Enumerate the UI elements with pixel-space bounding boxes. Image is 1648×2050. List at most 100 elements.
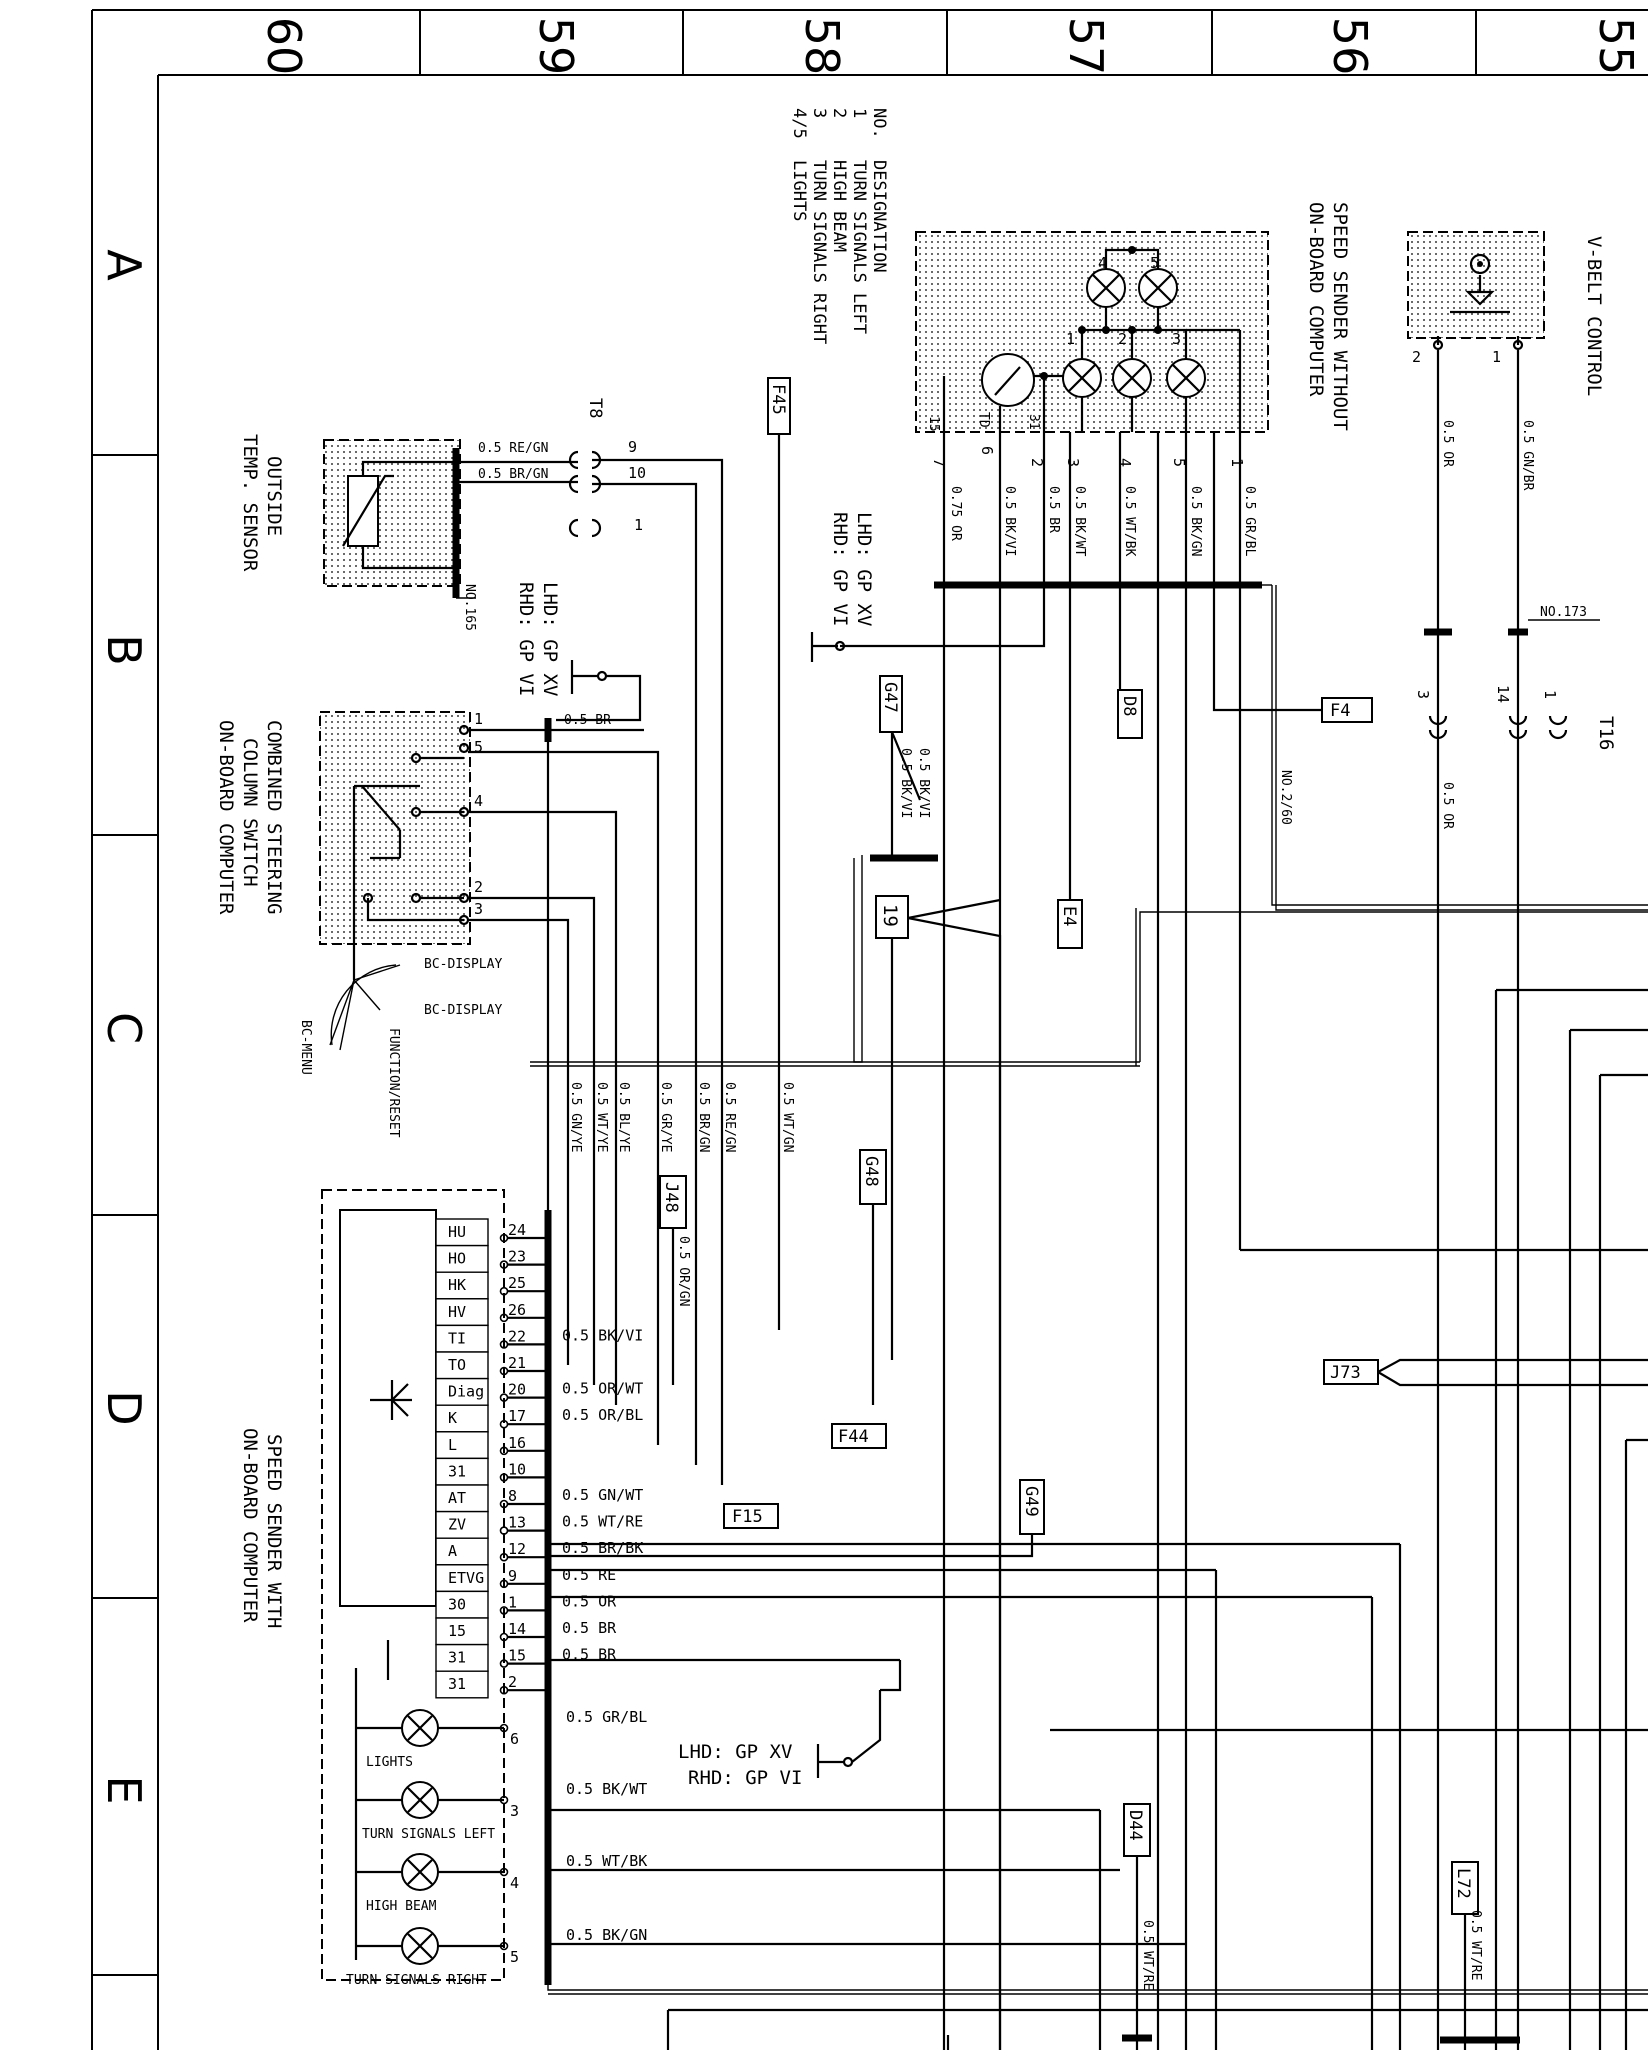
wire-075or: 0.75 OR xyxy=(948,486,963,541)
connector-pin-dot xyxy=(499,1233,509,1243)
connector-pin-dot xyxy=(499,1446,509,1456)
connector-pin-dot xyxy=(499,1473,509,1482)
lamp-num-4: 4 xyxy=(1098,254,1107,272)
wire-top-bkwt: 0.5 BK/WT xyxy=(1072,486,1087,557)
t8-label: T8 xyxy=(585,398,605,418)
t8-pin-10: 10 xyxy=(628,464,646,482)
connector-wire-label: 0.5 OR xyxy=(562,1592,617,1610)
lamp-num-2: 2 xyxy=(1118,330,1127,348)
connector-pin: 14 xyxy=(508,1620,526,1638)
ref-box-19 xyxy=(875,895,909,939)
connector-cell xyxy=(435,1510,489,1539)
ref-e4: E4 xyxy=(1059,906,1079,926)
vbelt-title: V-BELT CONTROL xyxy=(1583,236,1605,396)
indicator-lamp-3 xyxy=(1166,358,1206,398)
connector-pin: 24 xyxy=(508,1221,526,1239)
indicator-lamp-2 xyxy=(1112,358,1152,398)
row-b: B xyxy=(97,634,151,666)
connector-signal: 15 xyxy=(448,1622,466,1640)
connector-cell xyxy=(435,1271,489,1300)
wire-t8-brgn: 0.5 BR/GN xyxy=(478,467,548,482)
gp-58-line2: RHD: GP VI xyxy=(829,512,851,626)
connector-pin-dot xyxy=(499,1526,509,1535)
col-60: 60 xyxy=(257,17,311,76)
connector-signal: L xyxy=(448,1436,457,1454)
connector-pin: 1 xyxy=(508,1593,517,1611)
col-57: 57 xyxy=(1059,17,1113,76)
ref-box-f15 xyxy=(723,1503,779,1529)
vbelt-pin-2: 2 xyxy=(1412,348,1421,366)
lamp-pin: 4 xyxy=(510,1874,519,1892)
ref-g49: G49 xyxy=(1021,1486,1041,1517)
connector-pin-dot xyxy=(499,1499,509,1509)
t16-connector: 3 14 1 T16 xyxy=(1414,685,1617,750)
t8-connector: T8 9 10 1 xyxy=(568,398,646,538)
connector-signal: HO xyxy=(448,1250,466,1268)
connector-wire-label: 0.5 BR/BK xyxy=(562,1539,643,1557)
steer-line2: COLUMN SWITCH xyxy=(239,738,261,887)
t16-pin-1: 1 xyxy=(1541,690,1559,699)
col-59: 59 xyxy=(529,17,583,76)
connector-pin-dot xyxy=(499,1579,509,1589)
legend-no-4: 4/5 xyxy=(789,108,809,139)
lamp-pin-dot xyxy=(499,1795,509,1805)
gp-59-line1: LHD: GP XV xyxy=(539,582,561,696)
connector-cell xyxy=(435,1218,489,1247)
lamp-num-3: 3 xyxy=(1172,330,1181,348)
lamp-lights xyxy=(401,1709,439,1747)
indicator-lamp-5 xyxy=(1138,268,1178,308)
connector-wire-label: 0.5 RE xyxy=(562,1566,616,1584)
lamp-pin-dot xyxy=(499,1723,509,1733)
lamp-wire-label: 0.5 BK/GN xyxy=(566,1926,647,1944)
connector-signal: TI xyxy=(448,1329,466,1347)
col-55: 55 xyxy=(1589,17,1643,76)
connector-pin-dot xyxy=(499,1313,509,1323)
ref-j48: J48 xyxy=(661,1182,681,1213)
lamp-wire-label: 0.5 GR/BL xyxy=(566,1708,647,1726)
stalk-arrows: BC-DISPLAY BC-DISPLAY FUNCTION/RESET BC-… xyxy=(298,957,502,1138)
connector-row: 31 2 xyxy=(435,1670,548,1699)
connector-wire-label: 0.5 OR/WT xyxy=(562,1380,643,1398)
ref-box-f4 xyxy=(1321,697,1373,723)
connector-signal: 30 xyxy=(448,1595,466,1613)
legend-des-3: TURN SIGNALS RIGHT xyxy=(809,160,829,344)
lamp-num-1: 1 xyxy=(1066,330,1075,348)
connector-signal: 31 xyxy=(448,1675,466,1693)
connector-wire-label: 0.5 BR xyxy=(562,1619,617,1637)
sw-pin-4: 4 xyxy=(474,792,483,810)
legend-des-2: HIGH BEAM xyxy=(829,160,849,252)
wire-steer-br: 0.5 BR xyxy=(564,713,611,728)
connector-pin: 20 xyxy=(508,1381,526,1399)
connector-pin: 17 xyxy=(508,1407,526,1425)
connector-signal: A xyxy=(448,1542,457,1560)
ref-d44: D44 xyxy=(1125,1810,1145,1841)
connector-cell xyxy=(435,1590,489,1619)
connector-cell xyxy=(435,1431,489,1460)
sheet-frame xyxy=(91,9,1648,2050)
ref-box-j48 xyxy=(659,1175,687,1229)
connector-cell xyxy=(435,1643,489,1672)
pin-4: 4 xyxy=(1116,458,1134,467)
legend-header-designation: DESIGNATION xyxy=(869,160,889,273)
ref-f15: F15 xyxy=(732,1507,763,1527)
ref-box-d44 xyxy=(1123,1803,1151,1857)
wire-v-wtye: 0.5 WT/YE xyxy=(594,1082,609,1152)
pin-in-td: TD xyxy=(976,412,991,428)
ref-box-g48 xyxy=(859,1149,887,1205)
connector-pin-dot xyxy=(499,1606,509,1615)
connector-pin: 2 xyxy=(508,1673,517,1691)
pin-1: 1 xyxy=(1228,458,1246,467)
connector-wire-label: 0.5 WT/RE xyxy=(562,1513,643,1531)
pin-in-15: 15 xyxy=(926,416,941,432)
pin-2: 2 xyxy=(1028,458,1046,467)
ref-l72: L72 xyxy=(1453,1868,1473,1899)
connector-pin-dot xyxy=(499,1260,509,1269)
connector-cell xyxy=(435,1670,489,1699)
column-ruler: 60 59 58 57 56 55 xyxy=(257,17,1643,76)
connector-pin: 10 xyxy=(508,1460,526,1478)
sw-pin-1: 1 xyxy=(474,710,483,728)
